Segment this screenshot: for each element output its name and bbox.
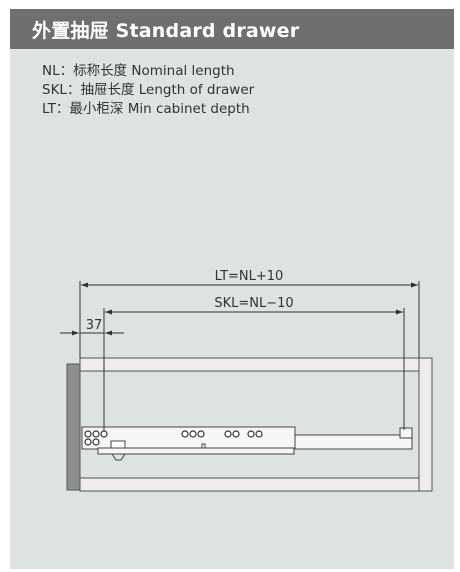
diagram-panel [10, 9, 454, 569]
legend: NL：标称长度 Nominal length SKL：抽屉长度 Length o… [42, 62, 254, 119]
legend-abbr: SKL [42, 82, 67, 98]
slide-drawer-member [294, 434, 413, 450]
mounting-holes [84, 430, 263, 446]
mounting-hole [92, 438, 100, 446]
legend-separator: ： [59, 63, 74, 79]
cabinet-top-panel [79, 357, 433, 372]
cabinet-side-wall [66, 363, 81, 491]
legend-separator: ： [55, 101, 70, 117]
cabinet-back-panel [418, 357, 433, 492]
slide-detail-mark [201, 443, 206, 449]
mounting-hole [255, 430, 263, 438]
legend-item-lt: LT：最小柜深 Min cabinet depth [42, 100, 254, 119]
dimension-label-skl: SKL=NL−10 [214, 296, 293, 311]
mounting-hole [224, 430, 232, 438]
legend-item-nl: NL：标称长度 Nominal length [42, 62, 254, 81]
dimension-label-lt: LT=NL+10 [215, 269, 284, 284]
slide-rear-tab [399, 427, 413, 439]
cabinet-bottom-panel [79, 477, 433, 492]
legend-description: 最小柜深 Min cabinet depth [69, 101, 250, 117]
mounting-hole [100, 430, 108, 438]
mounting-hole [247, 430, 255, 438]
slide-lower-rail [97, 447, 295, 455]
mounting-hole [232, 430, 240, 438]
legend-abbr: LT [42, 101, 56, 117]
legend-abbr: NL [42, 63, 60, 79]
mounting-hole [189, 430, 197, 438]
legend-item-skl: SKL：抽屉长度 Length of drawer [42, 81, 254, 100]
slide-front-clip [110, 440, 126, 449]
mounting-hole [84, 438, 92, 446]
header-bar: 外置抽屉 Standard drawer [10, 9, 454, 49]
mounting-hole [197, 430, 205, 438]
dimension-label-offset: 37 [86, 318, 103, 333]
legend-description: 抽屉长度 Length of drawer [80, 82, 255, 98]
legend-separator: ： [66, 82, 81, 98]
mounting-hole [92, 430, 100, 438]
legend-description: 标称长度 Nominal length [73, 63, 235, 79]
mounting-hole [84, 430, 92, 438]
mounting-hole [181, 430, 189, 438]
page-title: 外置抽屉 Standard drawer [32, 19, 300, 42]
slide-front-clip-foot [111, 453, 126, 461]
